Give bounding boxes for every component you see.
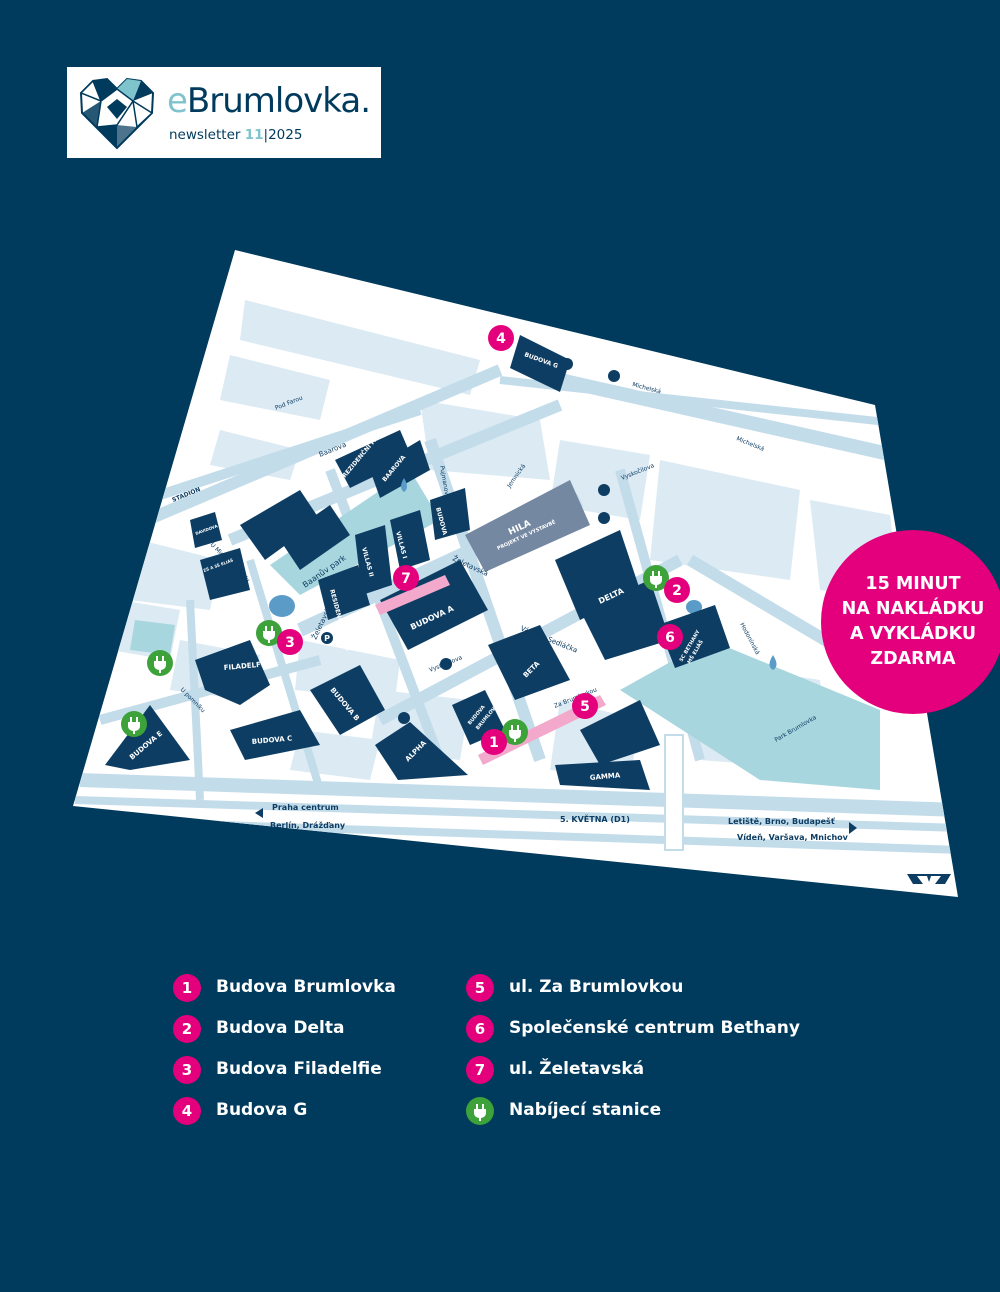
road-label: 5. KVĚTNA (D1) bbox=[560, 813, 630, 824]
marker-3 bbox=[277, 629, 303, 655]
legend-number: 2 bbox=[173, 1015, 201, 1043]
legend-label: ul. Za Brumlovkou bbox=[509, 977, 684, 997]
bus-stop-icon bbox=[440, 658, 452, 670]
legend-label: Společenské centrum Bethany bbox=[509, 1018, 800, 1038]
bus-stops bbox=[398, 358, 620, 724]
park-areas bbox=[130, 470, 880, 790]
marker-1 bbox=[481, 729, 507, 755]
badge-line-2: NA NAKLÁDKU bbox=[841, 599, 985, 619]
legend-label: Nabíjecí stanice bbox=[509, 1100, 662, 1120]
marker-5-label: 5 bbox=[580, 699, 590, 715]
legend-number: 1 bbox=[173, 974, 201, 1002]
issue-prefix: newsletter bbox=[169, 127, 245, 143]
badge-line-4: ZDARMA bbox=[870, 649, 956, 669]
bus-stop-icon bbox=[561, 358, 573, 370]
badge-line-1: 15 MINUT bbox=[865, 574, 961, 594]
charging-station-icon bbox=[147, 650, 173, 676]
building-label: GAMMA bbox=[589, 771, 621, 782]
legend-label: ul. Želetavská bbox=[509, 1059, 645, 1079]
road-label: Berlín, Drážďany bbox=[270, 821, 346, 830]
legend-number: 5 bbox=[466, 974, 494, 1002]
issue-year: 2025 bbox=[268, 127, 303, 143]
pond bbox=[269, 595, 295, 617]
water-drop-icon bbox=[769, 655, 777, 670]
legend-number: 6 bbox=[466, 1015, 494, 1043]
charging-station-icon bbox=[502, 719, 528, 745]
arrow-right-icon bbox=[849, 822, 857, 834]
charging-markers bbox=[121, 565, 669, 745]
heart-logo-icon bbox=[79, 77, 155, 150]
legend-label: Budova G bbox=[216, 1100, 308, 1120]
marker-5 bbox=[572, 693, 598, 719]
marker-1-label: 1 bbox=[489, 735, 499, 751]
marker-6 bbox=[657, 624, 683, 650]
issue-sep: | bbox=[263, 127, 269, 143]
brand-name: Brumlovka. bbox=[186, 81, 371, 121]
numbered-markers: 1 2 3 4 5 6 7 bbox=[277, 325, 690, 755]
parking-icon bbox=[321, 632, 333, 644]
parking-label: P bbox=[324, 634, 330, 643]
marker-4-label: 4 bbox=[496, 331, 506, 347]
bus-stop-icon bbox=[398, 712, 410, 724]
marker-7-label: 7 bbox=[401, 571, 411, 587]
bus-stop-icon bbox=[598, 484, 610, 496]
brand-title: eBrumlovka. bbox=[167, 81, 371, 121]
marker-2-label: 2 bbox=[672, 583, 682, 599]
legend-label: Budova Brumlovka bbox=[216, 977, 396, 997]
legend-number: 4 bbox=[173, 1097, 201, 1125]
legend-label: Budova Delta bbox=[216, 1018, 345, 1038]
charging-station-icon bbox=[121, 711, 147, 737]
road-label: Vídeň, Varšava, Mnichov bbox=[737, 832, 849, 842]
road-label: Praha centrum bbox=[272, 803, 339, 812]
charging-station-icon bbox=[643, 565, 669, 591]
buildings bbox=[105, 335, 730, 790]
charging-station-icon bbox=[256, 620, 282, 646]
arrow-left-icon bbox=[255, 808, 263, 818]
marker-7 bbox=[393, 565, 419, 591]
badge-line-3: A VYKLÁDKU bbox=[849, 624, 977, 644]
metro-logo-icon bbox=[907, 874, 951, 884]
metro-track bbox=[664, 734, 684, 851]
bus-stop-icon bbox=[598, 512, 610, 524]
logo: eBrumlovka. newsletter 11|2025 bbox=[67, 67, 381, 158]
newsletter-issue: newsletter 11|2025 bbox=[169, 127, 302, 143]
marker-2 bbox=[664, 577, 690, 603]
legend-number: 7 bbox=[466, 1056, 494, 1084]
marker-6-label: 6 bbox=[665, 630, 675, 646]
bus-stop-icon bbox=[608, 370, 620, 382]
brand-prefix: e bbox=[167, 81, 188, 121]
hila-building bbox=[465, 480, 590, 572]
road-label: Letiště, Brno, Budapešť bbox=[728, 816, 836, 826]
issue-number: 11 bbox=[244, 127, 264, 143]
building-label: BUDOVA C bbox=[251, 734, 292, 746]
marker-4 bbox=[488, 325, 514, 351]
building-label: FILADELFIE bbox=[223, 660, 268, 672]
marker-3-label: 3 bbox=[285, 635, 295, 651]
water-drop-icon bbox=[401, 478, 407, 492]
charging-station-icon bbox=[466, 1097, 494, 1125]
loading-info-badge: 15 MINUT NA NAKLÁDKU A VYKLÁDKU ZDARMA bbox=[821, 530, 1000, 714]
legend-number: 3 bbox=[173, 1056, 201, 1084]
legend-label: Budova Filadelfie bbox=[216, 1059, 382, 1079]
pond-delta bbox=[686, 600, 702, 614]
